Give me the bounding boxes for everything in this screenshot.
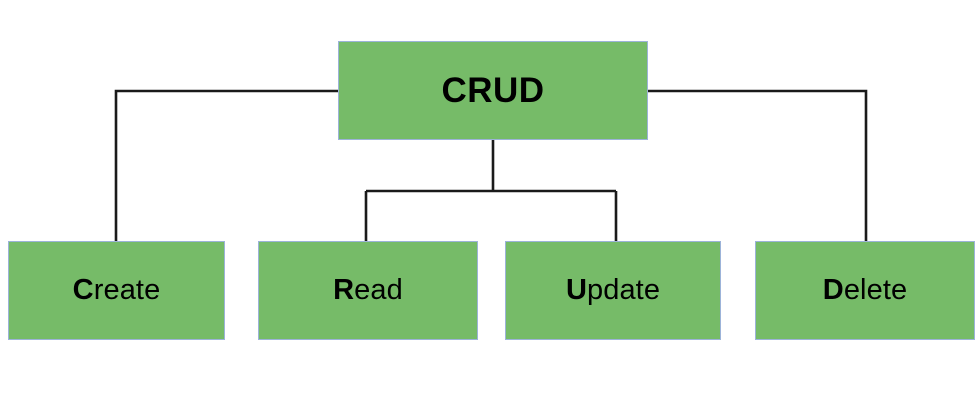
node-create-label: Create bbox=[73, 276, 161, 305]
node-create-rest: reate bbox=[93, 274, 161, 306]
node-update-initial: U bbox=[565, 274, 587, 306]
node-read-label: Read bbox=[333, 276, 403, 305]
node-update-rest: pdate bbox=[586, 274, 661, 306]
node-delete[interactable]: Delete bbox=[755, 241, 975, 340]
node-delete-rest: elete bbox=[843, 274, 908, 306]
node-crud-label: CRUD bbox=[441, 71, 545, 110]
node-update-label: Update bbox=[566, 276, 660, 305]
node-update[interactable]: Update bbox=[505, 241, 721, 340]
connector-root-to-delete bbox=[648, 89, 868, 241]
node-read-rest: ead bbox=[354, 274, 403, 306]
connector-root-to-create bbox=[114, 89, 338, 241]
node-create-initial: C bbox=[72, 274, 94, 306]
node-delete-label: Delete bbox=[823, 276, 907, 305]
node-read-initial: R bbox=[333, 274, 355, 306]
node-create[interactable]: Create bbox=[8, 241, 225, 340]
node-delete-initial: D bbox=[822, 274, 844, 306]
node-crud[interactable]: CRUD bbox=[338, 41, 648, 140]
node-read[interactable]: Read bbox=[258, 241, 478, 340]
